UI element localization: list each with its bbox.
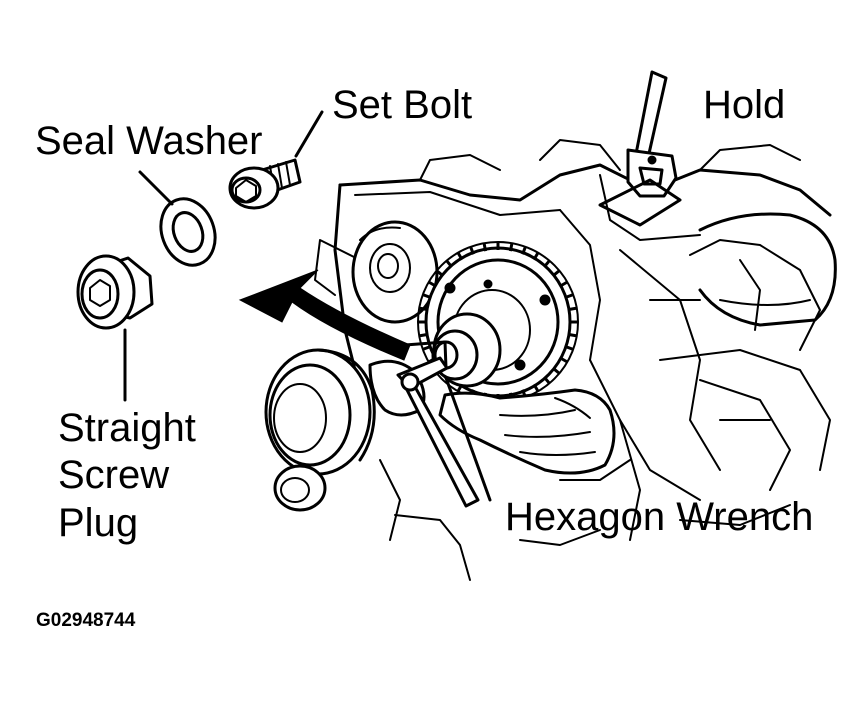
gear-tooth (445, 259, 453, 268)
label-seal-washer: Seal Washer (35, 119, 263, 163)
gear-tooth (435, 269, 444, 277)
figure-id: G02948744 (36, 610, 136, 631)
gear-tooth (509, 242, 514, 252)
gear-tooth (565, 293, 574, 299)
open-end-wrench (598, 70, 682, 227)
gear-tooth (568, 333, 578, 338)
pointer-arrow (238, 269, 411, 361)
straight-screw-plug (76, 254, 154, 330)
gear-tooth (521, 246, 527, 255)
water-pump-pulley (264, 348, 376, 512)
gear-tooth (543, 376, 551, 385)
leader-lines (123, 110, 492, 502)
gear-tooth (422, 345, 431, 351)
label-straight: Straight (58, 406, 196, 450)
label-screw: Screw (58, 453, 170, 497)
gear-tooth (422, 293, 431, 299)
gear-tooth (532, 383, 540, 393)
gear-tooth (565, 345, 574, 351)
hexagon-wrench (396, 356, 480, 508)
label-set-bolt: Set Bolt (332, 83, 473, 127)
gear-tooth (552, 367, 561, 375)
gear-tooth (543, 259, 551, 268)
gear-tooth (568, 306, 578, 311)
crank-pulley (351, 220, 439, 324)
gear-tooth (418, 306, 428, 311)
gear-tooth (427, 280, 437, 288)
gear-tooth (559, 280, 569, 288)
label-plug: Plug (58, 501, 139, 545)
engine-block (314, 139, 837, 581)
gear-tooth (482, 242, 487, 252)
gear-tooth (552, 269, 561, 277)
camshaft-timing-gear (417, 241, 579, 403)
label-hexagon-wrench: Hexagon Wrench (505, 495, 814, 539)
gear-tooth (532, 251, 540, 261)
gear-tooth (418, 333, 428, 338)
gear-tooth (469, 246, 475, 255)
gear-tooth (456, 251, 464, 261)
set-bolt (228, 158, 302, 210)
label-hold: Hold (703, 83, 786, 127)
seal-washer (159, 197, 217, 267)
gear-tooth (559, 356, 569, 364)
